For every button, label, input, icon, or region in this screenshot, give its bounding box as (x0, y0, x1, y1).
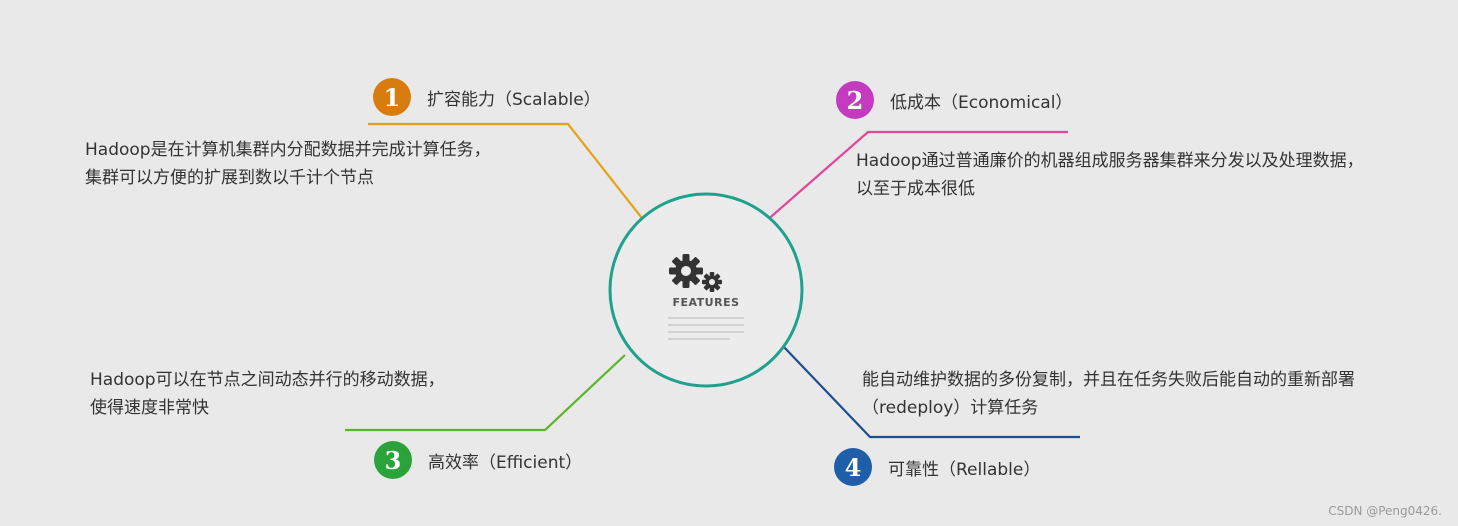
center-label: FEATURES (606, 232, 806, 309)
decorative-text-lines (668, 317, 744, 340)
feature-1-desc-line-2: 集群可以方便的扩展到数以千计个节点 (85, 168, 374, 188)
feature-2-desc-line-2: 以至于成本很低 (856, 179, 975, 199)
feature-2-title: 低成本（Economical） (890, 92, 1073, 113)
feature-1-description: Hadoop是在计算机集群内分配数据并完成计算任务， 集群可以方便的扩展到数以千… (85, 136, 491, 192)
connector-2 (764, 130, 1068, 223)
feature-3-header: 3 高效率（Efficient） (374, 441, 582, 479)
feature-2-desc-line-1: Hadoop通过普通廉价的机器组成服务器集群来分发以及处理数据， (856, 151, 1364, 171)
feature-2-number-badge: 2 (836, 81, 874, 119)
feature-1-header: 1 扩容能力（Scalable） (373, 78, 601, 116)
feature-3-desc-line-1: Hadoop可以在节点之间动态并行的移动数据， (90, 370, 445, 390)
feature-4-number-badge: 4 (834, 448, 872, 486)
feature-2-header: 2 低成本（Economical） (836, 81, 1072, 119)
gears-icon (669, 254, 722, 292)
feature-3-desc-line-2: 使得速度非常快 (90, 398, 209, 418)
feature-3-description: Hadoop可以在节点之间动态并行的移动数据， 使得速度非常快 (90, 366, 445, 422)
feature-3-number-badge: 3 (374, 441, 412, 479)
feature-1-title: 扩容能力（Scalable） (427, 89, 601, 110)
feature-2-description: Hadoop通过普通廉价的机器组成服务器集群来分发以及处理数据， 以至于成本很低 (856, 147, 1364, 203)
feature-3-title: 高效率（Efficient） (428, 452, 583, 473)
feature-4-title: 可靠性（Rellable） (888, 459, 1041, 480)
connector-1 (368, 122, 646, 223)
feature-4-desc-line-2: （redeploy）计算任务 (862, 398, 1039, 418)
feature-4-header: 4 可靠性（Rellable） (834, 448, 1040, 486)
connector-4 (781, 344, 1080, 439)
feature-4-description: 能自动维护数据的多份复制，并且在任务失败后能自动的重新部署 （redeploy）… (862, 366, 1355, 422)
feature-1-desc-line-1: Hadoop是在计算机集群内分配数据并完成计算任务， (85, 140, 491, 160)
feature-4-desc-line-1: 能自动维护数据的多份复制，并且在任务失败后能自动的重新部署 (862, 370, 1355, 390)
features-label: FEATURES (672, 296, 740, 309)
watermark: CSDN @Peng0426. (1328, 504, 1442, 518)
connector-3 (345, 354, 626, 432)
feature-1-number-badge: 1 (373, 78, 411, 116)
